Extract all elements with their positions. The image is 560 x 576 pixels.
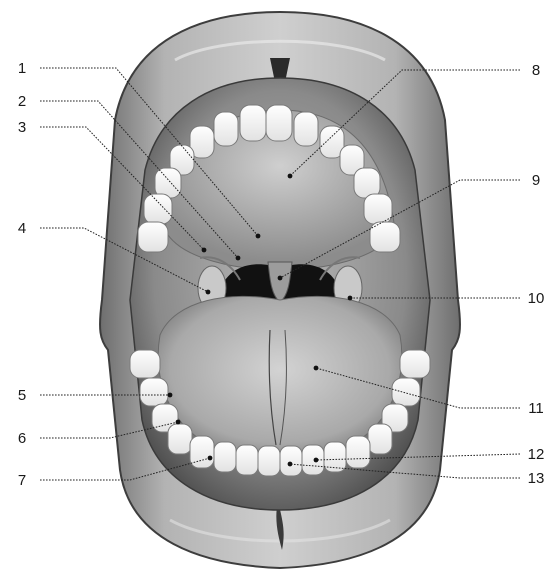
label-4: 4 bbox=[18, 220, 26, 237]
label-5: 5 bbox=[18, 387, 26, 404]
label-6: 6 bbox=[18, 430, 26, 447]
label-9: 9 bbox=[532, 172, 540, 189]
leader-4-dot bbox=[206, 290, 211, 295]
label-11: 11 bbox=[528, 400, 544, 417]
label-8: 8 bbox=[532, 62, 540, 79]
label-13: 13 bbox=[528, 470, 545, 487]
leader-11-dot bbox=[314, 366, 319, 371]
label-2: 2 bbox=[18, 93, 26, 110]
leader-7-dot bbox=[208, 456, 213, 461]
leader-13-dot bbox=[288, 462, 293, 467]
leader-1-dot bbox=[256, 234, 261, 239]
label-3: 3 bbox=[18, 119, 26, 136]
tongue bbox=[158, 296, 402, 459]
leader-10-dot bbox=[348, 296, 353, 301]
label-7: 7 bbox=[18, 472, 26, 489]
label-1: 1 bbox=[18, 60, 26, 77]
leader-6-dot bbox=[176, 420, 181, 425]
leader-8-dot bbox=[288, 174, 293, 179]
leader-5-dot bbox=[168, 393, 173, 398]
label-12: 12 bbox=[528, 446, 545, 463]
label-10: 10 bbox=[528, 290, 545, 307]
leader-3-dot bbox=[202, 248, 207, 253]
leader-9-dot bbox=[278, 276, 283, 281]
leader-12-dot bbox=[314, 458, 319, 463]
leader-2-dot bbox=[236, 256, 241, 261]
